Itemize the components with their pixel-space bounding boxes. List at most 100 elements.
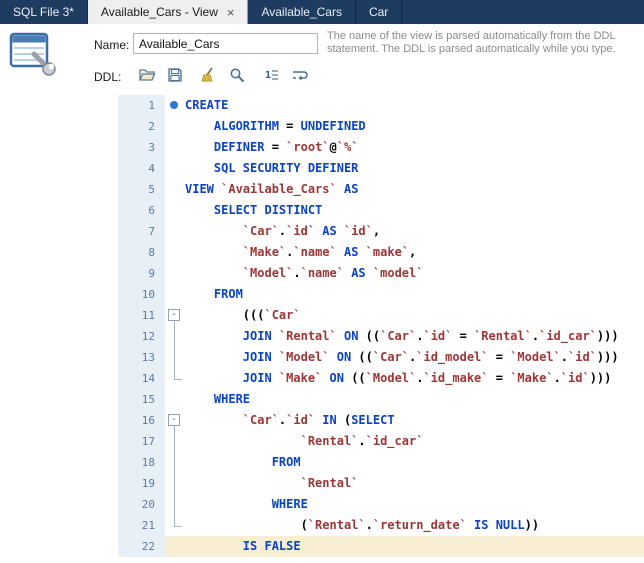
code-text: VIEW `Available_Cars` AS (185, 182, 359, 196)
marker-column (165, 326, 185, 347)
marker-column (165, 431, 185, 452)
statement-marker-icon (165, 95, 185, 116)
code-line[interactable]: 20 WHERE (118, 494, 644, 515)
code-line[interactable]: 15 WHERE (118, 389, 644, 410)
marker-column (165, 200, 185, 221)
code-line[interactable]: 16- `Car`.`id` IN (SELECT (118, 410, 644, 431)
view-editor-panel: Name: The name of the view is parsed aut… (0, 24, 644, 563)
code-line[interactable]: 8 `Make`.`name` AS `make`, (118, 242, 644, 263)
code-line[interactable]: 18 FROM (118, 452, 644, 473)
code-line[interactable]: 6 SELECT DISTINCT (118, 200, 644, 221)
code-text: `Make`.`name` AS `make`, (242, 245, 417, 259)
code-line[interactable]: 21 (`Rental`.`return_date` IS NULL)) (118, 515, 644, 536)
marker-column (165, 389, 185, 410)
code-line[interactable]: 13 JOIN `Model` ON ((`Car`.`id_model` = … (118, 347, 644, 368)
line-number: 10 (118, 284, 165, 305)
code-text: SELECT DISTINCT (213, 203, 323, 217)
marker-column (165, 137, 185, 158)
tab-sql-file[interactable]: SQL File 3* (0, 0, 88, 24)
code-text: `Model`.`name` AS `model` (242, 266, 424, 280)
code-text: (((`Car` (242, 308, 301, 322)
code-line[interactable]: 22 IS FALSE (118, 536, 644, 557)
code-text: `Car`.`id` AS `id`, (242, 224, 381, 238)
save-icon (168, 67, 182, 82)
line-number: 22 (118, 536, 165, 557)
view-name-input[interactable] (133, 33, 318, 54)
code-line[interactable]: 19 `Rental` (118, 473, 644, 494)
code-line[interactable]: 4 SQL SECURITY DEFINER (118, 158, 644, 179)
line-number: 20 (118, 494, 165, 515)
fold-toggle[interactable]: - (165, 305, 185, 326)
line-number: 2 (118, 116, 165, 137)
tab-car[interactable]: Car (356, 0, 403, 24)
beautify-button[interactable] (196, 62, 222, 87)
marker-column (165, 242, 185, 263)
code-line[interactable]: 10 FROM (118, 284, 644, 305)
code-text: ALGORITHM = UNDEFINED (213, 119, 366, 133)
marker-column (165, 179, 185, 200)
fold-toggle[interactable]: - (165, 410, 185, 431)
line-number: 9 (118, 263, 165, 284)
code-text: `Rental` (300, 476, 359, 490)
close-icon[interactable]: × (226, 4, 235, 20)
marker-column (165, 515, 185, 536)
broom-icon (201, 67, 213, 81)
code-line[interactable]: 14 JOIN `Make` ON ((`Model`.`id_make` = … (118, 368, 644, 389)
line-number: 8 (118, 242, 165, 263)
fold-collapse-icon[interactable]: - (168, 309, 180, 321)
line-number: 12 (118, 326, 165, 347)
line-number: 13 (118, 347, 165, 368)
search-icon (230, 68, 244, 82)
line-number: 6 (118, 200, 165, 221)
marker-column (165, 452, 185, 473)
marker-column (165, 221, 185, 242)
code-line[interactable]: 1 CREATE (118, 95, 644, 116)
line-number: 3 (118, 137, 165, 158)
code-text: JOIN `Rental` ON ((`Car`.`id` = `Rental`… (242, 329, 619, 343)
save-button[interactable] (162, 62, 188, 87)
marker-column (165, 263, 185, 284)
line-number: 1 (118, 95, 165, 116)
editor-toolbar: 1 (134, 62, 312, 87)
code-line[interactable]: 7 `Car`.`id` AS `id`, (118, 221, 644, 242)
code-line[interactable]: 12 JOIN `Rental` ON ((`Car`.`id` = `Rent… (118, 326, 644, 347)
marker-column (165, 473, 185, 494)
code-text: SQL SECURITY DEFINER (213, 161, 359, 175)
line-number: 19 (118, 473, 165, 494)
code-line[interactable]: 9 `Model`.`name` AS `model` (118, 263, 644, 284)
marker-column (165, 368, 185, 389)
code-line[interactable]: 17 `Rental`.`id_car` (118, 431, 644, 452)
ddl-help-text: The name of the view is parsed automatic… (327, 30, 616, 55)
open-file-button[interactable] (134, 62, 160, 87)
marker-column (165, 494, 185, 515)
line-numbers-icon: 1 (265, 70, 278, 81)
code-text: FROM (213, 287, 243, 301)
toggle-line-numbers-button[interactable]: 1 (258, 62, 284, 87)
line-number: 18 (118, 452, 165, 473)
code-text: FROM (271, 455, 301, 469)
search-button[interactable] (224, 62, 250, 87)
toggle-word-wrap-button[interactable] (286, 62, 312, 87)
name-label: Name: (94, 38, 130, 52)
tab-label: Available_Cars (261, 5, 342, 19)
code-text: JOIN `Model` ON ((`Car`.`id_model` = `Mo… (242, 350, 619, 364)
fold-collapse-icon[interactable]: - (168, 414, 180, 426)
svg-text:1: 1 (265, 70, 271, 81)
code-text: WHERE (213, 392, 251, 406)
code-text: CREATE (185, 98, 229, 112)
tab-label: Available_Cars - View (100, 5, 218, 19)
word-wrap-icon (293, 70, 308, 80)
code-text: `Rental`.`id_car` (300, 434, 424, 448)
code-line[interactable]: 3 DEFINER = `root`@`%` (118, 137, 644, 158)
code-line[interactable]: 2 ALGORITHM = UNDEFINED (118, 116, 644, 137)
line-number: 17 (118, 431, 165, 452)
code-text: WHERE (271, 497, 308, 511)
line-number: 14 (118, 368, 165, 389)
code-text: DEFINER = `root`@`%` (213, 140, 359, 154)
tab-available-cars-view[interactable]: Available_Cars - View × (87, 0, 249, 24)
tab-available-cars[interactable]: Available_Cars (248, 0, 356, 24)
view-object-icon (8, 30, 56, 81)
code-line[interactable]: 11- (((`Car` (118, 305, 644, 326)
